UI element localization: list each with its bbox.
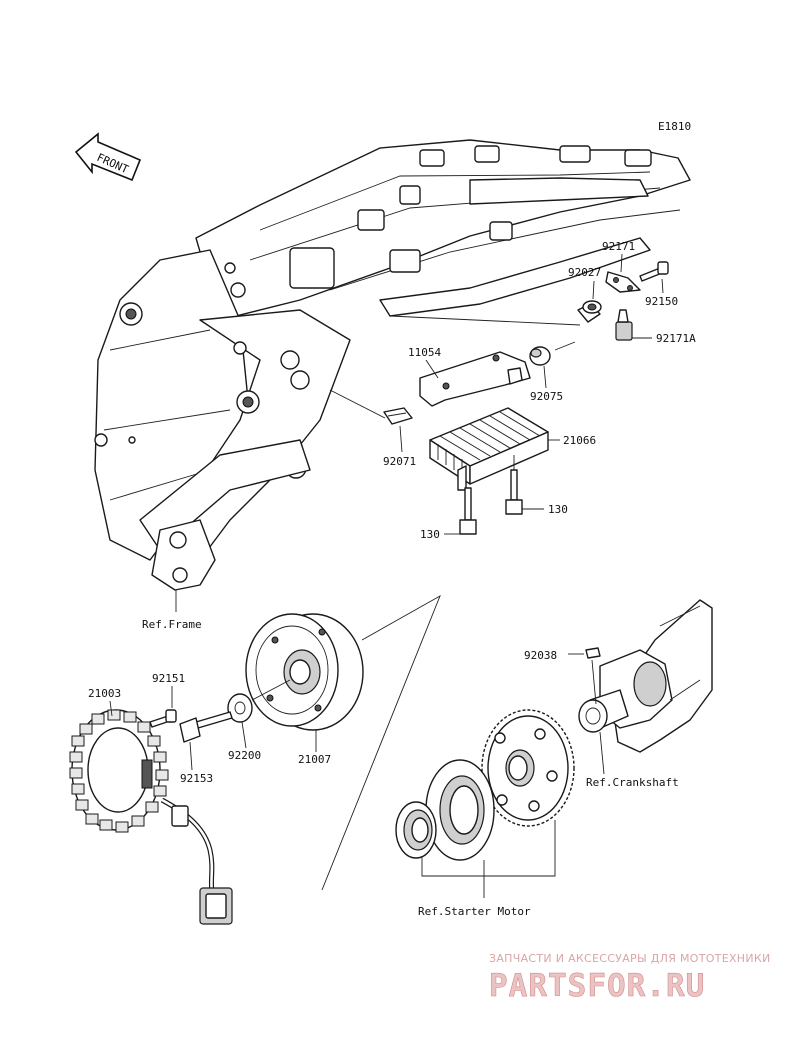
part-92171A-label: 92171A xyxy=(656,332,696,345)
part-21066-label: 21066 xyxy=(563,434,596,447)
regulator-21066 xyxy=(429,407,549,491)
part-92038-label: 92038 xyxy=(524,649,557,662)
screw-92150 xyxy=(639,261,669,282)
stator-21003 xyxy=(69,709,233,925)
bracket-92171 xyxy=(605,271,641,293)
part-21003-label: 21003 xyxy=(88,687,121,700)
watermark: ЗАПЧАСТИ И АКСЕССУАРЫ ДЛЯ МОТОТЕХНИКИ PA… xyxy=(489,952,771,1004)
part-21007-label: 21007 xyxy=(298,753,331,766)
part-92171-label: 92171 xyxy=(602,240,635,253)
washer-92200 xyxy=(227,693,253,723)
bolt-92153 xyxy=(179,711,233,743)
starter-gear xyxy=(481,709,575,827)
part-130-right-label: 130 xyxy=(548,503,568,516)
part-92071-label: 92071 xyxy=(383,455,416,468)
watermark-subtitle: ЗАПЧАСТИ И АКСЕССУАРЫ ДЛЯ МОТОТЕХНИКИ xyxy=(489,952,771,965)
grommet-92071 xyxy=(383,407,413,425)
diagram-code: E1810 xyxy=(658,120,691,133)
part-92151-label: 92151 xyxy=(152,672,185,685)
bracket-11054 xyxy=(419,351,531,407)
watermark-brand: PARTSFOR.RU xyxy=(489,968,705,1004)
part-92153-label: 92153 xyxy=(180,772,213,785)
part-130-left-label: 130 xyxy=(420,528,440,541)
damper-92075 xyxy=(529,346,551,366)
ref-starter-motor-label: Ref.Starter Motor xyxy=(418,905,531,918)
one-way-clutch xyxy=(395,801,437,859)
starter-clutch-ring xyxy=(425,759,495,861)
screw-92151 xyxy=(149,709,177,728)
front-arrow-icon: FRONT xyxy=(74,132,142,182)
collar-92027 xyxy=(577,300,602,323)
key-92038 xyxy=(585,647,601,659)
rotor-21007 xyxy=(245,613,364,731)
ref-frame-label: Ref.Frame xyxy=(142,618,202,631)
part-11054-label: 11054 xyxy=(408,346,441,359)
crankshaft xyxy=(578,599,713,753)
bolt-130-right xyxy=(505,469,523,515)
part-92075-label: 92075 xyxy=(530,390,563,403)
clamp-92171A xyxy=(615,309,633,341)
part-92027-label: 92027 xyxy=(568,266,601,279)
part-92150-label: 92150 xyxy=(645,295,678,308)
part-92200-label: 92200 xyxy=(228,749,261,762)
bolt-130-left xyxy=(459,487,477,535)
motorcycle-frame xyxy=(94,139,691,612)
ref-crankshaft-label: Ref.Crankshaft xyxy=(586,776,679,789)
